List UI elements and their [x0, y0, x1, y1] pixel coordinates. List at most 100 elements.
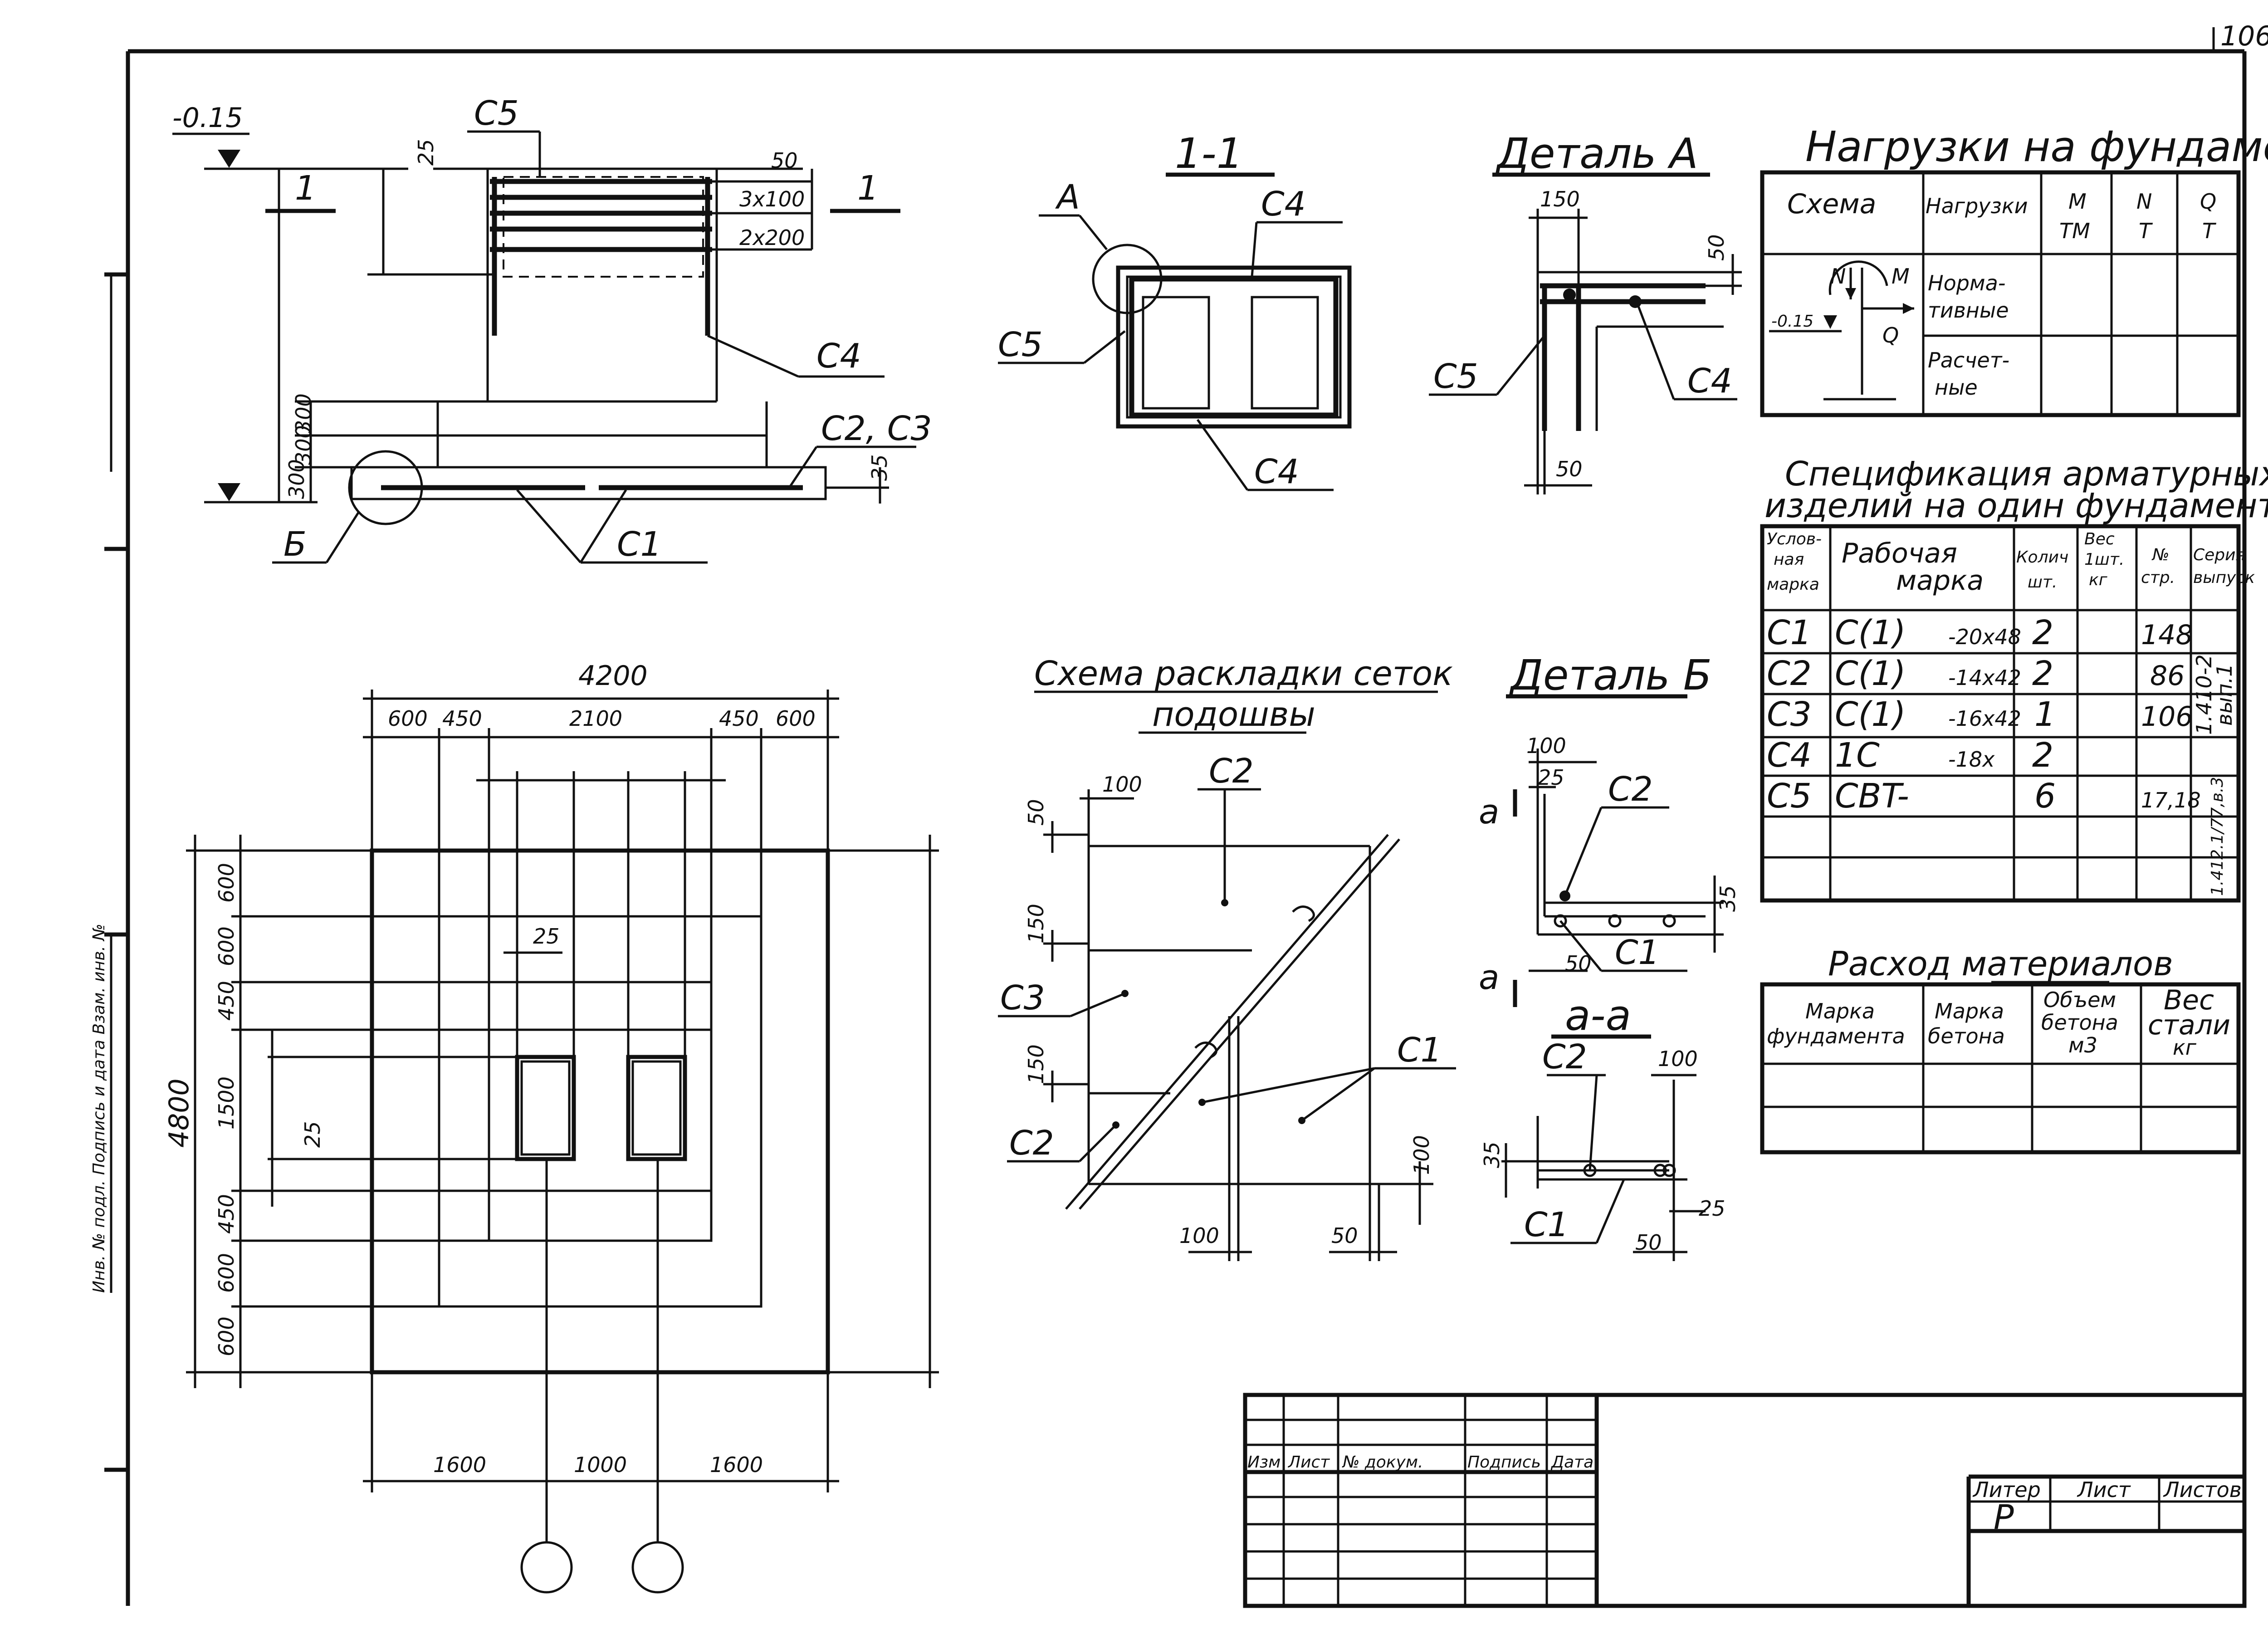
mat-header-found-1: Марка	[1805, 999, 1875, 1023]
dim-mesh-100-right: 100	[1409, 1135, 1434, 1175]
spec-header-qty-1: Колич	[2016, 548, 2068, 567]
dim-plan-top-600a: 600	[388, 706, 428, 731]
dim-detail-a-150: 150	[1540, 187, 1580, 211]
schema-m-label: M	[1892, 264, 1910, 289]
mat-header-steel-2: стали	[2148, 1009, 2230, 1041]
spec-row-mark: C5	[1767, 777, 1812, 816]
section-mark-right: 1	[857, 169, 879, 208]
dim-detail-a-50-right: 50	[1704, 234, 1729, 261]
level-marker-top	[218, 150, 240, 168]
dim-elev-35: 35	[867, 454, 892, 481]
spec-row-qty: 6	[2034, 777, 2056, 816]
spec-row-mark: C2	[1767, 654, 1812, 693]
load-schema-diagram: N M Q -0.15	[1769, 260, 1914, 401]
tb-liter-value: P	[1994, 1498, 2014, 1537]
spec-row-page: 86	[2150, 660, 2185, 692]
dim-mesh-50-bottom: 50	[1331, 1223, 1358, 1248]
detail-b-title: Деталь Б	[1509, 651, 1712, 700]
dim-plan-side-600c: 600	[214, 1253, 239, 1293]
dim-section-aa-50: 50	[1635, 1230, 1662, 1255]
spec-row: C5 CBT- 6 17,18	[1767, 777, 2201, 816]
spec-title-1: Спецификация арматурных	[1785, 455, 2268, 494]
spec-row-qty: 1	[2034, 695, 2056, 734]
spec-series-1: 1.410-2	[2192, 654, 2216, 735]
spec-row-page: 17,18	[2141, 788, 2201, 812]
spec-header-mark-2: ная	[1774, 550, 1804, 569]
spec-header-series-1: Серия	[2193, 546, 2245, 564]
label-c4-elev: C4	[816, 337, 861, 376]
dim-section-aa-25: 25	[1699, 1196, 1725, 1221]
materials-table: Расход материалов Марка фундамента Марка…	[1760, 944, 2241, 1154]
dim-detail-a-50-bottom: 50	[1556, 457, 1583, 481]
label-c5-elev: C5	[474, 94, 519, 133]
mat-header-volume-2: бетона	[2041, 1010, 2118, 1035]
dim-detail-b-100: 100	[1526, 734, 1566, 758]
dim-plan-inner-25-left: 25	[300, 1121, 325, 1148]
mat-header-steel-1: Вес	[2164, 984, 2214, 1016]
loads-row-normative-1: Норма-	[1928, 271, 2005, 295]
label-c1-mesh: C1	[1397, 1031, 1442, 1070]
dim-plan-bottom-1600b: 1600	[710, 1453, 763, 1477]
spec-header-page-1: №	[2151, 546, 2169, 564]
spec-row-qty: 2	[2032, 613, 2053, 652]
label-a-sec: A	[1055, 178, 1080, 217]
spec-row: C3 C(1) -16x42 1 106	[1767, 695, 2193, 734]
label-c2c3-elev: C2, C3	[821, 409, 932, 448]
dim-mesh-50: 50	[1024, 799, 1048, 826]
schema-level-label: -0.15	[1771, 312, 1813, 331]
level-marker-bottom	[218, 483, 240, 501]
section-a-a: a-a C2 100 35 25 50 C1	[1480, 991, 1725, 1261]
loads-header-m-unit: TM	[2059, 219, 2090, 243]
mat-header-volume-3: м3	[2068, 1033, 2097, 1057]
loads-table-title: Нагрузки на фундамент	[1805, 122, 2268, 171]
dim-plan-side-600b: 600	[214, 926, 239, 966]
dim-plan-bottom-1600a: 1600	[433, 1453, 486, 1477]
detail-a-callout	[1092, 244, 1163, 314]
spec-header-qty-2: шт.	[2028, 573, 2057, 592]
label-c1-section-aa: C1	[1524, 1205, 1569, 1244]
dim-detail-b-35: 35	[1716, 885, 1740, 912]
loads-row-normative-2: тивные	[1928, 298, 2009, 323]
label-c4-sec-top: C4	[1261, 185, 1306, 224]
mat-header-concrete-2: бетона	[1928, 1024, 2005, 1048]
label-c2-detail-b: C2	[1608, 770, 1653, 809]
detail-b: Деталь Б 100 25 35 50 a a C2 C1	[1479, 651, 1740, 1007]
spec-row-size: -14x42	[1948, 665, 2021, 690]
dim-plan-top-600b: 600	[776, 706, 816, 731]
detail-b-callout	[348, 450, 423, 525]
spec-header-weight-1: Вес	[2084, 530, 2115, 548]
section-1-1: 1-1 A C4 C5 C4	[998, 129, 1352, 491]
dim-plan-bottom-1000: 1000	[574, 1453, 627, 1477]
spec-header-weight-3: кг	[2089, 571, 2108, 589]
dim-detail-b-25: 25	[1538, 765, 1564, 790]
label-c2-section-aa: C2	[1542, 1037, 1587, 1076]
label-c1-elev: C1	[617, 525, 662, 564]
loads-header-m: M	[2068, 189, 2087, 214]
spec-row: C4 1C -18x 2	[1767, 736, 2053, 775]
label-c4-detail-a: C4	[1687, 362, 1732, 401]
mat-header-concrete-1: Марка	[1935, 999, 2004, 1023]
sheet-frame: 106 Инв. № подл. Подпись и дата Взам. ин…	[90, 20, 2268, 1606]
dim-detail-b-50: 50	[1565, 951, 1592, 976]
spec-series-2: 1.412.1/77,в.3	[2208, 777, 2227, 896]
spec-row-size: -20x48	[1948, 625, 2021, 649]
spec-table: Спецификация арматурных изделий на один …	[1760, 455, 2268, 903]
mat-header-volume-1: Объем	[2043, 988, 2116, 1012]
tb-header-sign: Подпись	[1467, 1453, 1541, 1472]
spec-header-series-2: выпуск	[2193, 568, 2255, 587]
loads-header-n: N	[2136, 189, 2152, 214]
materials-table-title: Расход материалов	[1828, 944, 2173, 983]
dim-elev-300c: 300	[284, 459, 309, 499]
tb-header-izm: Изм	[1247, 1453, 1281, 1472]
label-c2-mesh-top: C2	[1209, 752, 1254, 791]
mesh-layout-scheme: Схема раскладки сеток подошвы 100 50 150…	[998, 654, 1456, 1261]
title-block: Изм Лист № докум. Подпись Дата Литер Лис…	[1243, 1393, 2247, 1608]
tb-header-date: Дата	[1550, 1453, 1593, 1472]
dim-elev-25: 25	[414, 139, 438, 166]
spec-header-weight-2: 1шт.	[2084, 550, 2124, 569]
dim-mesh-150a: 150	[1024, 904, 1048, 944]
mesh-title-2: подошвы	[1152, 695, 1315, 734]
spec-header-work-1: Рабочая	[1842, 538, 1957, 569]
label-c5-sec: C5	[998, 325, 1043, 364]
dim-plan-side-450a: 450	[214, 981, 239, 1021]
